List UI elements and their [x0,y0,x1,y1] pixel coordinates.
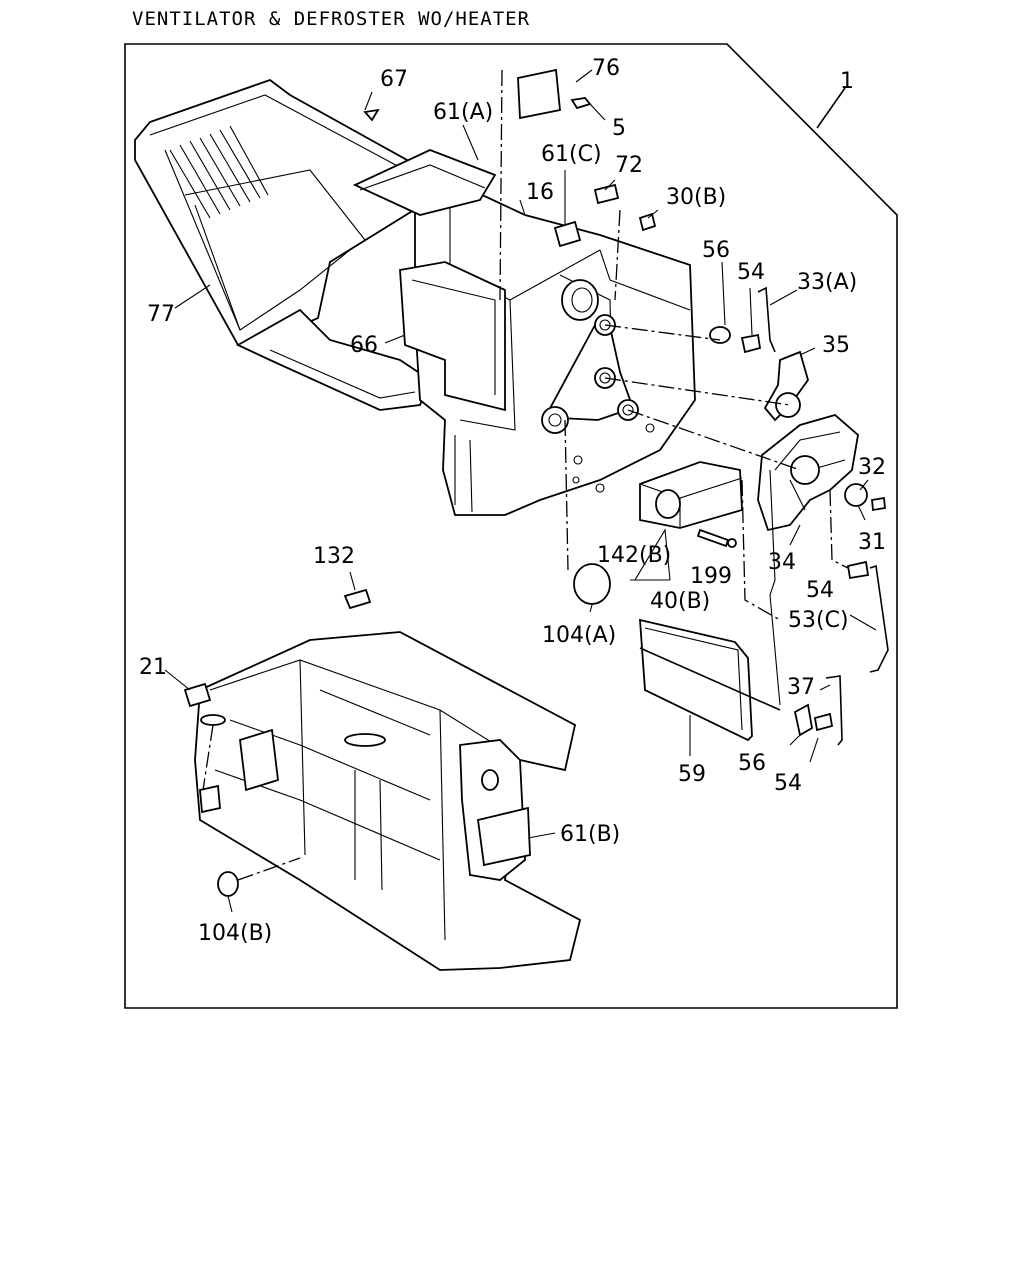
label-76: 76 [592,56,620,81]
leader-lines [164,69,877,913]
bracket-76 [517,68,561,120]
label-67: 67 [380,67,408,92]
diagram-title: VENTILATOR & DEFROSTER WO/HEATER [132,8,531,30]
callout-labels: 1 76 67 61(A) 5 61(C) 72 16 30(B) 56 54 … [139,56,886,946]
label-35: 35 [822,333,850,358]
label-40b: 40(B) [650,589,710,614]
label-56-top: 56 [702,238,730,263]
label-1: 1 [840,69,854,94]
label-66: 66 [350,333,378,358]
label-56-bottom: 56 [738,751,766,776]
upper-case-assembly [134,68,743,529]
lower-case-assembly [183,588,582,971]
knob-31 [844,483,868,507]
label-77: 77 [147,302,175,327]
label-54-bottom: 54 [774,771,802,796]
door-mechanism [573,286,889,746]
label-59: 59 [678,762,706,787]
cap-104a [573,563,611,605]
label-32: 32 [858,455,886,480]
label-61c: 61(C) [541,142,602,167]
label-5: 5 [612,116,626,141]
label-104b: 104(B) [198,921,272,946]
label-54-top: 54 [737,260,765,285]
panel-66 [399,261,506,412]
label-53c: 53(C) [788,608,849,633]
label-21: 21 [139,655,167,680]
diagram-frame [124,43,898,1009]
lower-case [194,631,582,971]
duct-77 [134,78,431,347]
label-142b: 142(B) [597,543,671,568]
alignment-lines [202,69,849,881]
label-30b: 30(B) [666,185,726,210]
label-199: 199 [690,564,732,589]
label-104a: 104(A) [542,623,616,648]
cap-104b [217,871,239,897]
label-72: 72 [615,153,643,178]
label-132: 132 [313,544,355,569]
label-61a: 61(A) [433,100,493,125]
label-37: 37 [787,675,815,700]
label-16: 16 [526,180,554,205]
label-31: 31 [858,530,886,555]
label-61b: 61(B) [560,822,620,847]
door-59 [639,618,753,742]
clip-21 [183,682,212,708]
label-54-mid: 54 [806,578,834,603]
pad-61b [477,806,531,867]
label-34: 34 [768,550,796,575]
label-33a: 33(A) [797,270,857,295]
